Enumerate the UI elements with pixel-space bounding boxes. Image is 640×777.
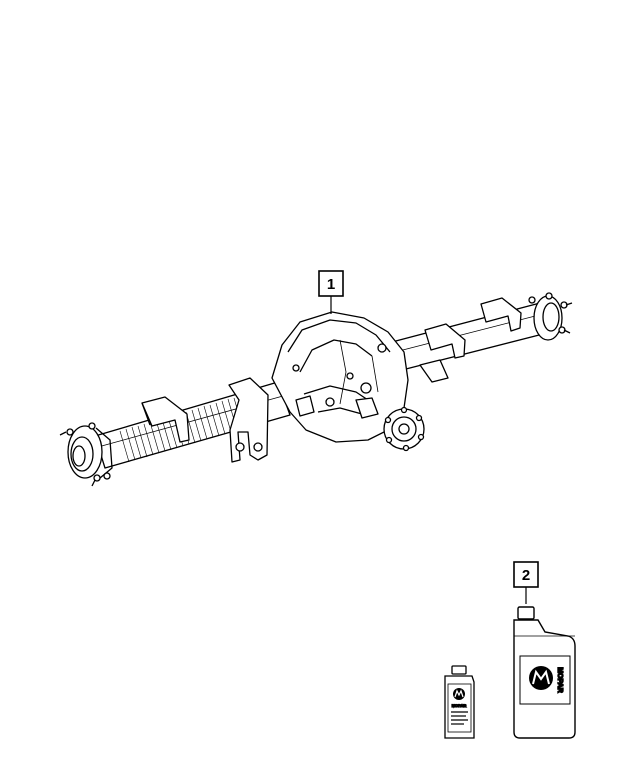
left-shock-bracket (228, 377, 269, 463)
callout-1-label: 1 (327, 276, 335, 293)
pinion-flange (383, 406, 425, 452)
right-spring-perch (424, 297, 522, 359)
differential-housing (271, 311, 409, 443)
bottle-small-brand: MOPAR (452, 703, 467, 708)
left-spring-perch (141, 396, 190, 443)
callout-1: 1 (318, 270, 344, 314)
mopar-logo-large (529, 666, 553, 690)
right-axle-flange (528, 292, 573, 341)
right-shock-bracket (419, 359, 449, 383)
left-axle-flange (59, 422, 113, 487)
callout-2-label: 2 (522, 567, 530, 584)
callout-2: 2 (513, 561, 539, 604)
mopar-logo-small (453, 688, 465, 700)
rear-axle-assembly (59, 292, 573, 487)
fluid-bottle-large: MOPAR (513, 606, 576, 739)
fluid-bottle-small: MOPAR (444, 665, 475, 739)
bottle-large-brand: MOPAR (556, 667, 563, 693)
right-axle-tube (391, 302, 548, 371)
